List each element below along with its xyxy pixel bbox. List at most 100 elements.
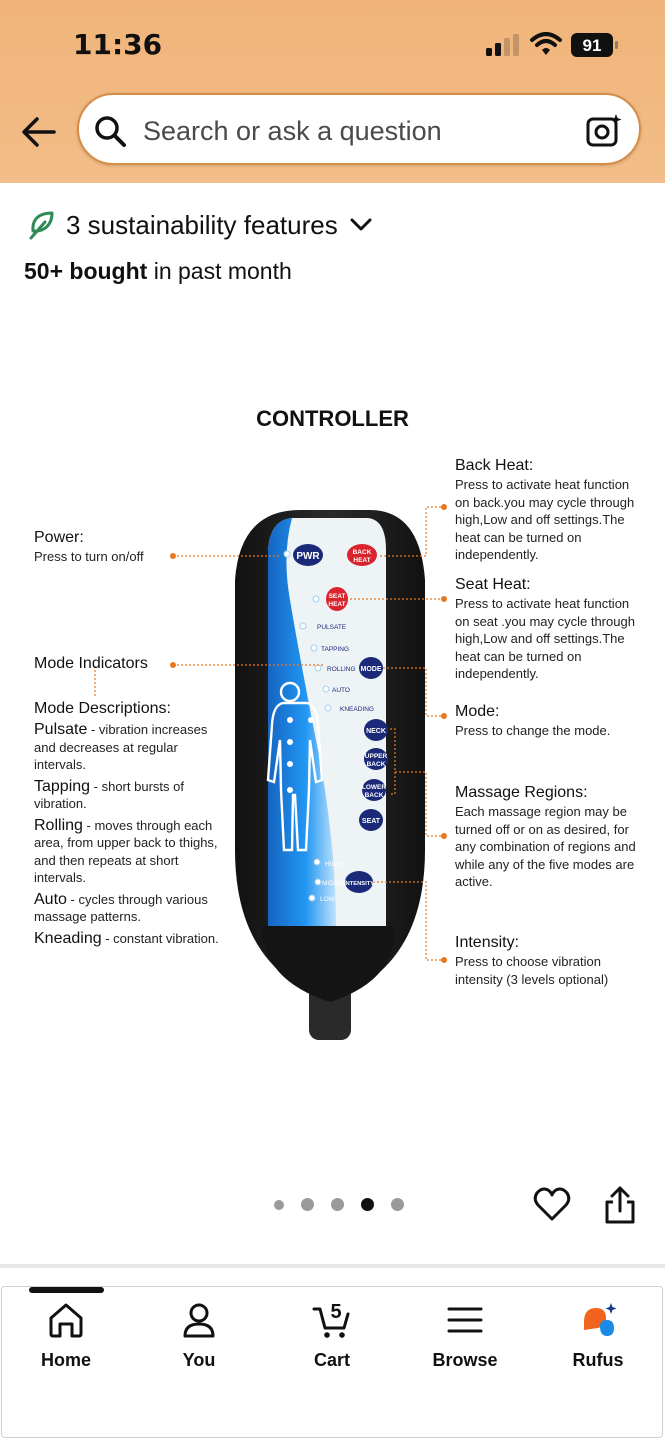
mode-auto: AUTO: [332, 687, 350, 694]
home-icon: [49, 1303, 83, 1338]
power-callout: Power: Press to turn on/off: [34, 528, 184, 566]
person-icon: [183, 1303, 215, 1338]
mode-desc: Press to change the mode.: [455, 723, 611, 738]
menu-icon: [447, 1307, 483, 1333]
mode-indicators-title: Mode Indicators: [34, 655, 148, 672]
mode-button-label: MODE: [361, 666, 382, 673]
mode-indicators-callout: Mode Indicators: [34, 654, 184, 674]
nav-cart[interactable]: 5 Cart: [277, 1300, 387, 1371]
figure-title: CONTROLLER: [256, 406, 409, 431]
nav-rufus-label: Rufus: [572, 1350, 624, 1370]
mode-callout: Mode: Press to change the mode.: [455, 702, 640, 740]
carousel-dot-active[interactable]: [361, 1198, 374, 1211]
mode-descriptions-callout: Mode Descriptions: Pulsate - vibration i…: [34, 699, 229, 947]
regions-title: Massage Regions:: [455, 784, 588, 801]
remote-controller-graphic: [94, 504, 447, 1040]
kneading-desc: - constant vibration.: [101, 930, 219, 946]
seat-heat-desc: Press to activate heat function on seat …: [455, 596, 635, 681]
intensity-button-label: INTENSITY: [344, 881, 374, 887]
image-carousel-dots[interactable]: [274, 1198, 404, 1211]
auto-title: Auto: [34, 890, 67, 908]
section-divider: [0, 1264, 665, 1268]
share-icon[interactable]: [603, 1185, 637, 1225]
search-bar[interactable]: [77, 93, 641, 165]
seat-heat-callout: Seat Heat: Press to activate heat functi…: [455, 575, 640, 683]
callout-dots: [170, 504, 447, 963]
lower-back-label-2: BACK: [365, 792, 384, 799]
neck-button-label: NECK: [366, 728, 386, 735]
mode-pulsate: PULSATE: [317, 624, 347, 631]
massage-regions-callout: Massage Regions: Each massage region may…: [455, 783, 640, 891]
remote-blue-panel: [268, 518, 336, 928]
app-header: 11:36 91: [0, 0, 665, 183]
chevron-down-icon: [350, 218, 372, 231]
rolling-title: Rolling: [34, 816, 83, 834]
pwr-label: PWR: [296, 551, 320, 562]
carousel-dot[interactable]: [301, 1198, 314, 1211]
level-low: LOW: [320, 896, 336, 903]
nav-you[interactable]: You: [144, 1300, 254, 1371]
level-high: HIGH: [325, 861, 342, 868]
battery-icon: 91: [571, 33, 618, 57]
mode-tapping: TAPPING: [321, 646, 349, 653]
cellular-signal-icon: [486, 34, 519, 56]
mode-title: Mode:: [455, 703, 500, 720]
rolling-desc: - moves through each area, from upper ba…: [34, 817, 218, 886]
seat-button-label: SEAT: [362, 818, 381, 825]
search-input[interactable]: [141, 111, 565, 151]
back-heat-label-1: BACK: [353, 549, 372, 556]
remote-bottom-cap: [262, 926, 395, 1002]
back-heat-callout: Back Heat: Press to activate heat functi…: [455, 456, 640, 564]
pulsate-desc: - vibration increases and decreases at r…: [34, 722, 208, 772]
active-tab-indicator: [29, 1287, 104, 1293]
mode-kneading: KNEADING: [340, 706, 374, 713]
back-heat-desc: Press to activate heat function on back.…: [455, 477, 635, 562]
power-title: Power:: [34, 529, 84, 546]
seat-heat-label-2: HEAT: [328, 601, 345, 608]
nav-home-label: Home: [40, 1350, 91, 1370]
nav-home[interactable]: Home: [11, 1300, 121, 1371]
nav-rufus[interactable]: Rufus: [543, 1300, 653, 1371]
bottom-navigation-bar: [1, 1286, 663, 1438]
camera-lens-icon[interactable]: [585, 112, 623, 148]
back-arrow-icon[interactable]: [20, 113, 58, 151]
human-body-icon: [266, 681, 324, 852]
remote-button-labels: PWR BACK HEAT SEAT HEAT MODE NECK UPPER …: [296, 549, 387, 903]
nav-cart-label: Cart: [313, 1350, 350, 1370]
regions-desc: Each massage region may be turned off or…: [455, 804, 636, 889]
cart-count: 5: [330, 1301, 341, 1323]
sustainability-label: 3 sustainability features: [66, 209, 338, 240]
level-middle: MIDDLE: [322, 880, 347, 887]
intensity-callout: Intensity: Press to choose vibration int…: [455, 933, 640, 988]
tapping-title: Tapping: [34, 777, 91, 795]
carousel-dot[interactable]: [331, 1198, 344, 1211]
tapping-desc-block: Tapping - short bursts of vibration.: [34, 778, 229, 813]
lower-back-label-1: LOWER: [362, 784, 386, 791]
carousel-dot[interactable]: [391, 1198, 404, 1211]
tapping-desc: - short bursts of vibration.: [34, 778, 184, 812]
cart-icon: 5: [312, 1301, 350, 1338]
back-heat-title: Back Heat:: [455, 457, 534, 474]
heart-icon[interactable]: [533, 1186, 571, 1222]
rolling-desc-block: Rolling - moves through each area, from …: [34, 817, 229, 887]
leaf-icon: [29, 211, 54, 240]
bought-suffix: in past month: [147, 258, 292, 284]
auto-desc: - cycles through various massage pattern…: [34, 891, 208, 925]
power-desc: Press to turn on/off: [34, 549, 144, 564]
bought-in-past-month: 50+ bought in past month: [24, 258, 292, 285]
status-time: 11:36: [73, 28, 163, 61]
carousel-dot[interactable]: [274, 1199, 284, 1210]
auto-desc-block: Auto - cycles through various massage pa…: [34, 891, 229, 926]
intensity-desc: Press to choose vibration intensity (3 l…: [455, 954, 609, 987]
pulsate-title: Pulsate: [34, 721, 88, 738]
battery-level: 91: [583, 36, 602, 55]
nav-browse[interactable]: Browse: [410, 1300, 520, 1371]
seat-heat-title: Seat Heat:: [455, 576, 531, 593]
rufus-icon: [584, 1303, 617, 1336]
sustainability-features[interactable]: 3 sustainability features: [28, 205, 372, 245]
product-image[interactable]: CONTROLLER: [0, 380, 665, 1080]
nav-browse-label: Browse: [432, 1350, 498, 1370]
massage-region-dots: [287, 717, 314, 793]
upper-back-label-2: BACK: [367, 761, 386, 768]
remote-buttons: [293, 544, 388, 893]
